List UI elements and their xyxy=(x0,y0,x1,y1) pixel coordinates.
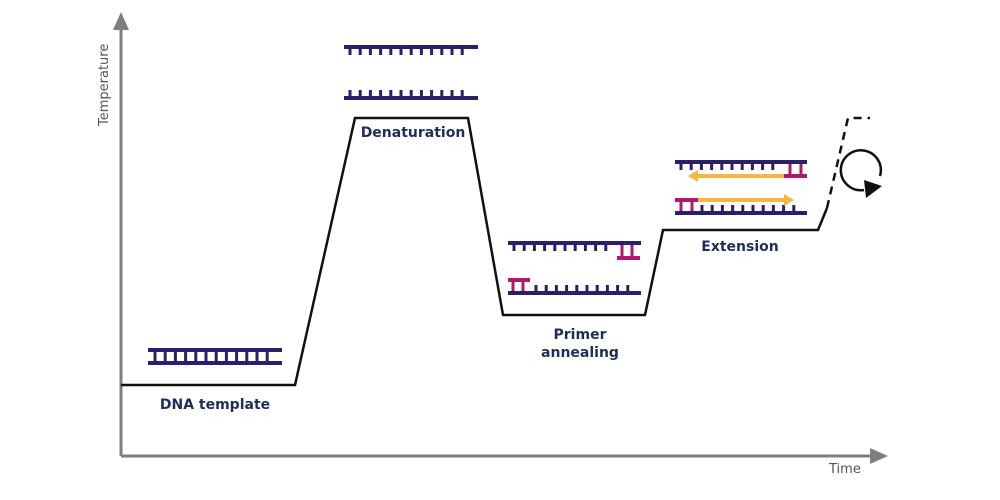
extension-arrowhead-right xyxy=(784,194,794,206)
annealing-strand-bottom xyxy=(508,278,641,295)
dna-template-double-strand xyxy=(148,348,282,365)
extension-strand-top xyxy=(675,160,807,182)
stage-label-denaturation: Denaturation xyxy=(360,125,466,141)
x-axis-title: Time xyxy=(829,462,861,477)
profile-line xyxy=(121,116,829,387)
extension-arrowhead-left xyxy=(688,170,698,182)
denatured-strand-top xyxy=(344,45,478,55)
annealing-strand-top xyxy=(508,241,641,260)
extension-strand-bottom xyxy=(675,194,807,215)
cycle-repeat-icon xyxy=(839,149,883,198)
stage-label-primer-annealing: Primer annealing xyxy=(541,327,619,361)
stage-label-extension: Extension xyxy=(701,239,779,255)
denatured-strand-bottom xyxy=(344,90,478,100)
y-axis-title: Temperature xyxy=(97,43,112,126)
profile-continuation-dashed xyxy=(825,116,870,209)
y-axis-arrowhead xyxy=(113,12,129,30)
temperature-profile xyxy=(121,116,870,387)
x-axis-arrowhead xyxy=(870,448,888,464)
stage-label-dna-template: DNA template xyxy=(159,397,271,413)
